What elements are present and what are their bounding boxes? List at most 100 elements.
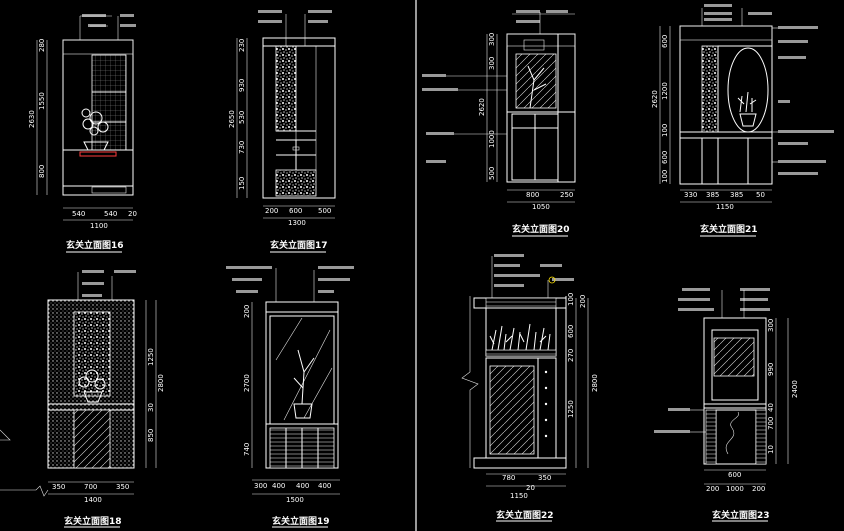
p22-dim-right-3: 270: [567, 349, 575, 362]
p18-dim-bottom-1: 700: [84, 483, 97, 491]
p18-dim-right-3: 2800: [157, 374, 165, 392]
p20-dim-bottom-1: 250: [560, 191, 573, 199]
p21-dim-bottom-1: 385: [706, 191, 719, 199]
p20-dim-left-1: 300: [488, 57, 496, 70]
p20-dim-left-0: 300: [488, 33, 496, 46]
p18-dim-bottom-2: 350: [116, 483, 129, 491]
p19-dim-bottom-4: 1500: [286, 496, 304, 504]
p21-dim-left-0: 600: [661, 35, 669, 48]
p22-mirror-door: [489, 365, 535, 455]
p23-dim-bottom-3: 200: [752, 485, 765, 493]
p18-cut-marks: [0, 429, 49, 497]
p23-dim-right-3: 40: [767, 403, 775, 412]
p22-dim-bottom-2: 20: [526, 484, 535, 492]
p21-title: 玄关立面图21: [700, 223, 758, 235]
p22-dim-bottom-0: 780: [502, 474, 515, 482]
p23-dim-right-0: 300: [767, 319, 775, 332]
p19-dim-left-0: 2700: [243, 374, 251, 392]
p17-outline: [262, 37, 336, 199]
p22-dim-right-5: 2800: [591, 374, 599, 392]
p17-dim-left-4: 150: [238, 177, 246, 190]
p20-dim-bottom-2: 1050: [532, 203, 550, 211]
p21-flower-vase: [737, 91, 757, 127]
p23-dim-right-2: 700: [767, 417, 775, 430]
p18-dim-right-1: 30: [147, 403, 155, 412]
p23-dim-bottom-0: 600: [728, 471, 741, 479]
p22-dim-bottom-3: 1150: [510, 492, 528, 500]
p19-dim-left-1: 740: [243, 443, 251, 456]
p20-mirror: [515, 53, 557, 109]
p19-vase: [293, 403, 313, 419]
p17-dim-left-3: 730: [238, 141, 246, 154]
panel-elevation-20: 300 300 1000 500 2620 800 250 1050 玄关立面图…: [422, 10, 576, 237]
panel-elevation-22: 100 200 600 270 1250 2800 780 350 20 115…: [461, 254, 599, 522]
p22-dim-bottom-1: 350: [538, 474, 551, 482]
p20-branch: [527, 65, 547, 109]
panel-elevation-16: 280 1550 800 2630 540 540 20 1100 玄关立面图1…: [28, 14, 137, 253]
p16-dim-bottom-2: 20: [128, 210, 137, 218]
p19-glass-reflection: [283, 329, 331, 421]
p16-dim-bottom-0: 540: [72, 210, 85, 218]
p20-dim-left-3: 500: [488, 167, 496, 180]
p21-dim-left-2: 100: [661, 124, 669, 137]
p22-dim-right-2: 600: [567, 325, 575, 338]
p21-dim-left-3: 600: [661, 151, 669, 164]
p23-decor-curve: [725, 411, 739, 455]
p21-dim-left-1: 1200: [661, 82, 669, 100]
p16-dim-left-2: 800: [38, 165, 46, 178]
panel-elevation-21: 600 1200 100 600 100 2620 330 385 385 50…: [651, 4, 834, 237]
p17-dim-bottom-3: 1300: [288, 219, 306, 227]
p18-title: 玄关立面图18: [64, 515, 122, 527]
p23-dim-right-4: 10: [767, 445, 775, 454]
p17-dim-left-1: 930: [238, 79, 246, 92]
p21-dim-bottom-0: 330: [684, 191, 697, 199]
p17-title: 玄关立面图17: [270, 239, 328, 251]
p21-dim-bottom-2: 385: [730, 191, 743, 199]
p16-glass-panel: [91, 54, 127, 151]
p23-mirror: [713, 337, 755, 377]
p22-plant-niche: [485, 307, 557, 357]
p18-dim-bottom-0: 350: [52, 483, 65, 491]
p18-dim-bottom-3: 1400: [84, 496, 102, 504]
p21-dim-left-4: 100: [661, 170, 669, 183]
p21-dim-bottom-3: 50: [756, 191, 765, 199]
p21-oval-niche: [727, 47, 769, 133]
p17-dim-bottom-0: 200: [265, 207, 278, 215]
p23-dim-right-5: 2400: [791, 380, 799, 398]
p23-dim-bottom-1: 200: [706, 485, 719, 493]
p18-dim-right-0: 1250: [147, 348, 155, 366]
p16-dim-bottom-3: 1100: [90, 222, 108, 230]
p16-title: 玄关立面图16: [66, 239, 124, 251]
p20-dim-left-4: 2620: [478, 98, 486, 116]
p22-plants: [489, 323, 551, 351]
p22-dim-right-1: 200: [579, 295, 587, 308]
p20-dim-left-2: 1000: [488, 130, 496, 148]
panel-elevation-18: 1250 30 850 2800 350 700 350 1400 玄关立面图1…: [0, 270, 165, 528]
p21-dim-bottom-4: 1150: [716, 203, 734, 211]
panel-elevation-19: 2700 740 200 300 400 400 400 1500 玄关立面图1…: [226, 266, 354, 528]
p20-title: 玄关立面图20: [512, 223, 570, 235]
p18-dim-right-2: 850: [147, 429, 155, 442]
p16-flower-vase: [81, 108, 109, 151]
p18-flower-vase: [78, 369, 106, 403]
p19-title: 玄关立面图19: [272, 515, 330, 527]
p22-dim-right-0: 100: [567, 293, 575, 306]
p19-dim-bottom-3: 400: [318, 482, 331, 490]
p16-dim-bottom-1: 540: [104, 210, 117, 218]
p19-dim-bottom-1: 400: [272, 482, 285, 490]
p16-dim-left-3: 2630: [28, 110, 36, 128]
p16-dim-left-0: 280: [38, 39, 46, 52]
p20-dim-bottom-0: 800: [526, 191, 539, 199]
p16-dim-left-1: 1550: [38, 92, 46, 110]
p19-dim-bottom-2: 400: [296, 482, 309, 490]
p19-dim-bottom-0: 300: [254, 482, 267, 490]
panel-elevation-17: 230 930 530 730 150 2650 200 600 500 130…: [228, 10, 336, 253]
p17-dim-left-2: 530: [238, 111, 246, 124]
p17-dim-left-0: 230: [238, 39, 246, 52]
p17-dim-bottom-1: 600: [289, 207, 302, 215]
p17-dim-bottom-2: 500: [318, 207, 331, 215]
p19-branch: [293, 349, 315, 405]
panel-elevation-23: 300 990 700 40 10 2400 600 200 1000 200 …: [654, 288, 799, 522]
p19-dim-left-2: 200: [243, 305, 251, 318]
